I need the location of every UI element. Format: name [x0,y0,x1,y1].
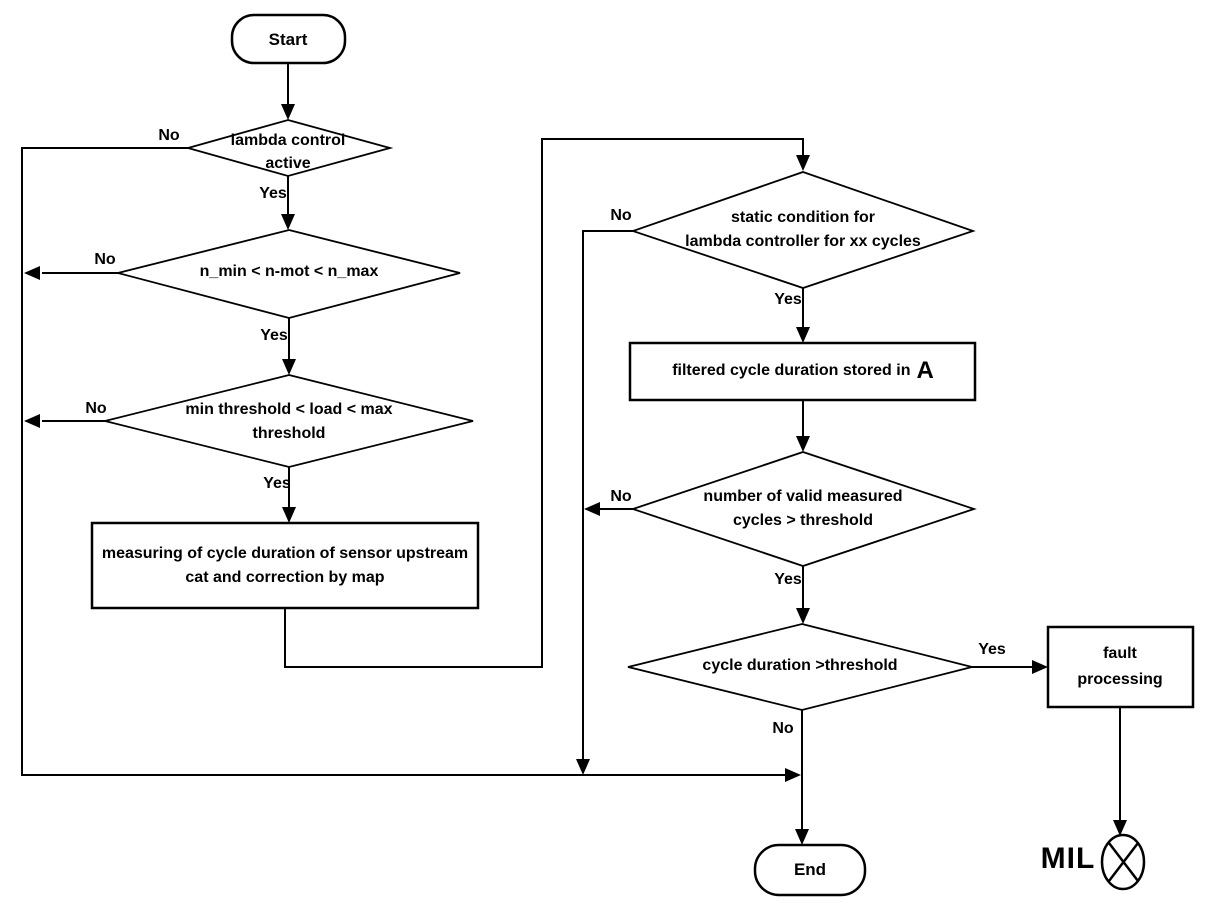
edge-lambda-control-no-rail [21,147,786,776]
arrowhead-into-n-range [281,214,295,230]
arrowhead-into-valid-cycles [796,436,810,452]
decision-cycle-duration-shape [627,623,973,711]
node-shapes [90,13,1195,897]
mil-lamp-icon [1100,833,1146,891]
process-fault-shape [1046,625,1195,709]
arrowhead-n-range-no [24,266,40,280]
arrowhead-into-measure [282,507,296,523]
decision-load-range-shape [104,374,474,468]
start-terminator-shape [230,13,347,65]
arrowhead-valid-cycles-no [584,502,600,516]
edge-measure-to-static-condition [284,138,804,668]
process-filtered-shape [628,341,977,402]
process-measure-shape [90,521,480,610]
arrowhead-static-condition-no-down [576,759,590,775]
decision-n-range-shape [117,229,461,319]
arrowhead-into-load-range [282,359,296,375]
end-terminator-shape [753,843,867,897]
arrowhead-into-filtered [796,327,810,343]
arrowhead-into-lambda-control [281,104,295,120]
arrowheads [24,104,1127,845]
arrowhead-into-fault [1032,660,1048,674]
arrowhead-load-range-no [24,414,40,428]
decision-lambda-control-shape [184,119,394,177]
decision-static-condition-shape [630,171,976,289]
mil-lamp-cross [1108,842,1139,882]
arrowhead-into-end [795,829,809,845]
edge-static-condition-no [582,230,633,772]
arrowhead-into-mil [1113,820,1127,836]
arrowhead-rail-into-end-line [785,768,801,782]
decision-valid-cycles-shape [630,451,977,567]
connector-lines [21,63,1121,842]
arrowhead-into-static-condition [796,155,810,171]
arrowhead-into-cycle-duration [796,608,810,624]
